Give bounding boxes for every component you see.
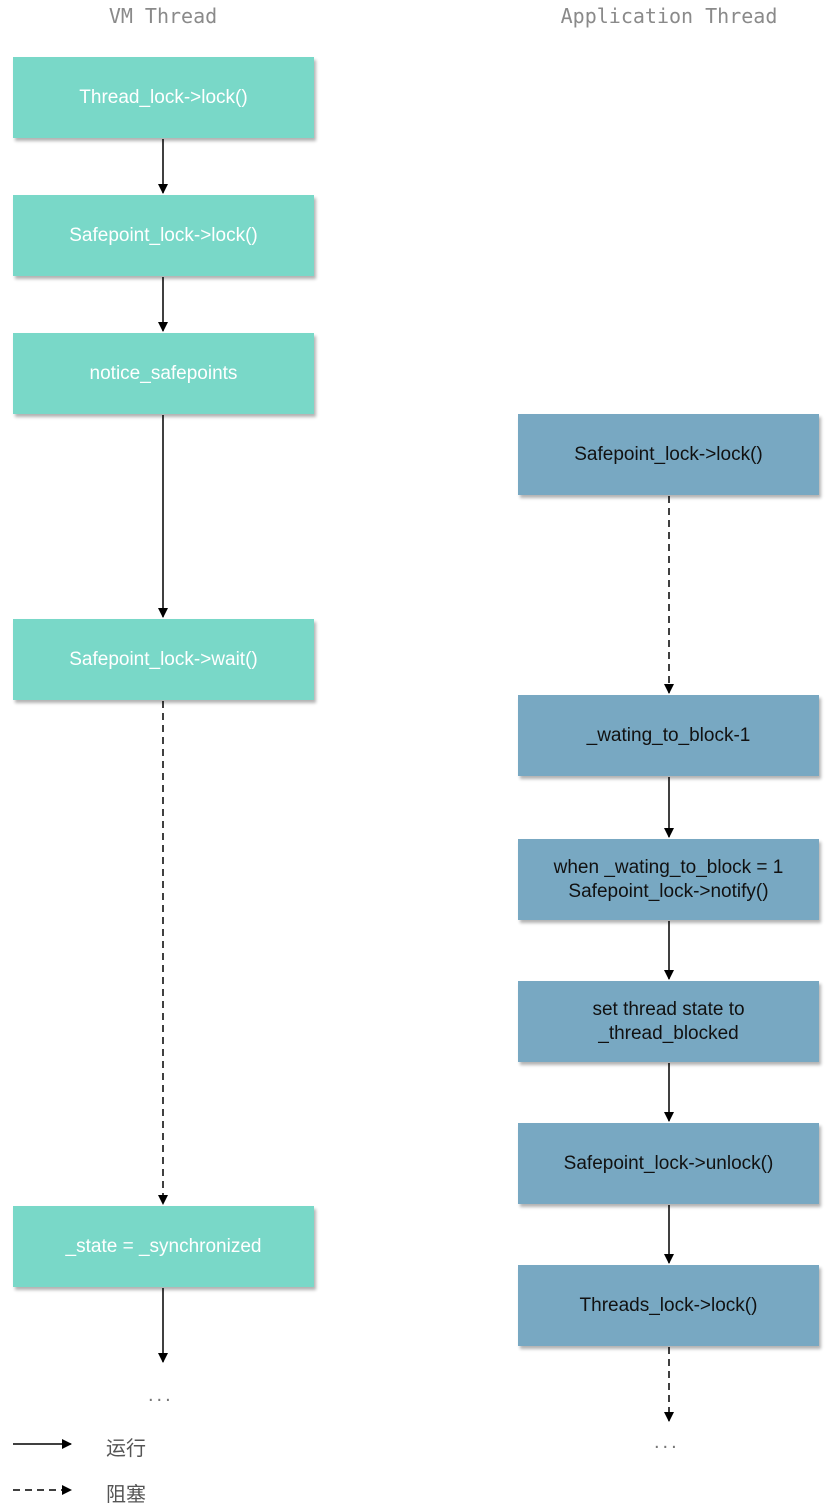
- vm-box-state-synchronized: _state = _synchronized: [13, 1206, 314, 1287]
- vm-box-label: _state = _synchronized: [65, 1235, 262, 1257]
- app-box-label-line2: Safepoint_lock->notify(): [568, 880, 769, 902]
- vm-thread-title: VM Thread: [108, 4, 218, 28]
- app-box-thread-state: set thread state to _thread_blocked: [518, 981, 819, 1062]
- app-box-label: _wating_to_block-1: [586, 724, 751, 746]
- app-box-threads-lock: Threads_lock->lock(): [518, 1265, 819, 1346]
- app-box-notify: when _wating_to_block = 1 Safepoint_lock…: [518, 839, 819, 920]
- vm-continuation-ellipsis: ...: [148, 1384, 174, 1406]
- vm-box-safepoint-wait: Safepoint_lock->wait(): [13, 619, 314, 700]
- vm-box-label: Safepoint_lock->lock(): [69, 224, 258, 246]
- vm-box-safepoint-lock: Safepoint_lock->lock(): [13, 195, 314, 276]
- legend-run-label: 运行: [106, 1438, 146, 1460]
- vm-box-label: notice_safepoints: [89, 362, 238, 384]
- application-thread-title: Application Thread: [560, 4, 778, 28]
- app-box-waiting-to-block: _wating_to_block-1: [518, 695, 819, 776]
- app-box-label: Safepoint_lock->lock(): [574, 443, 763, 465]
- app-continuation-ellipsis: ...: [654, 1431, 680, 1453]
- app-box-label-line1: set thread state to: [592, 998, 745, 1020]
- vm-box-thread-lock: Thread_lock->lock(): [13, 57, 314, 138]
- app-box-safepoint-unlock: Safepoint_lock->unlock(): [518, 1123, 819, 1204]
- vm-box-label: Safepoint_lock->wait(): [69, 648, 258, 670]
- vm-box-notice-safepoints: notice_safepoints: [13, 333, 314, 414]
- vm-box-label: Thread_lock->lock(): [79, 86, 248, 108]
- app-box-safepoint-lock: Safepoint_lock->lock(): [518, 414, 819, 495]
- app-box-label-line1: when _wating_to_block = 1: [553, 856, 784, 878]
- app-box-label: Threads_lock->lock(): [579, 1294, 758, 1316]
- legend-block-label: 阻塞: [106, 1484, 146, 1506]
- app-box-label: Safepoint_lock->unlock(): [563, 1152, 774, 1174]
- app-box-label-line2: _thread_blocked: [598, 1022, 739, 1044]
